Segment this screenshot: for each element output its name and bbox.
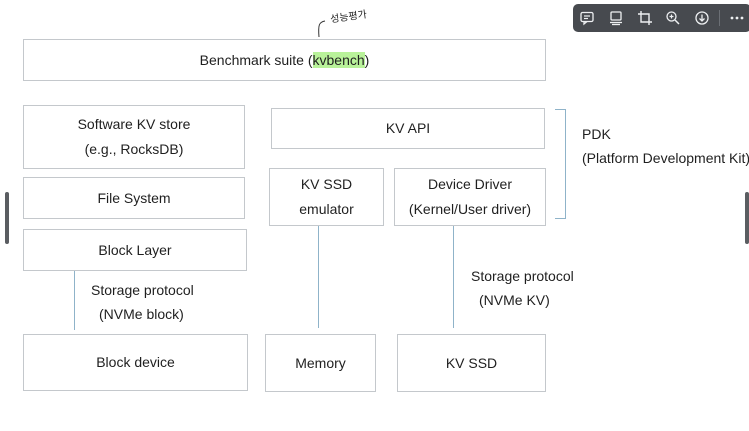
block-connector-line xyxy=(74,271,75,330)
storage-protocol-kv-line2: (NVMe KV) xyxy=(479,292,550,308)
handwritten-annotation: 성능평가 xyxy=(329,6,368,26)
memory-label: Memory xyxy=(295,354,346,371)
file-system-label: File System xyxy=(97,189,171,206)
benchmark-prefix: Benchmark suite ( xyxy=(199,51,313,68)
block-device-box: Block device xyxy=(23,334,248,391)
download-icon[interactable] xyxy=(690,7,714,29)
software-kv-store-line1: Software KV store xyxy=(77,116,191,132)
right-scroll-handle[interactable] xyxy=(745,192,749,244)
pdk-line1: PDK xyxy=(582,126,611,142)
benchmark-suite-label: Benchmark suite (kvbench) xyxy=(199,48,370,73)
memory-box: Memory xyxy=(265,334,376,392)
software-kv-store-line2: (e.g., RocksDB) xyxy=(84,141,184,157)
storage-protocol-kv-label: Storage protocol (NVMe KV) xyxy=(471,264,574,312)
block-layer-box: Block Layer xyxy=(23,229,247,271)
kv-ssd-emulator-line1: KV SSD xyxy=(300,176,353,192)
driver-connector-line xyxy=(453,226,454,328)
device-driver-box: Device Driver (Kernel/User driver) xyxy=(394,168,546,226)
annotation-bracket xyxy=(318,20,326,38)
device-driver-line2: (Kernel/User driver) xyxy=(408,201,532,217)
pdk-bracket xyxy=(555,109,566,219)
kv-ssd-emulator-line2: emulator xyxy=(299,201,354,217)
more-icon[interactable] xyxy=(725,7,749,29)
benchmark-suffix: ) xyxy=(364,51,370,68)
annotation-text: 성능평가 xyxy=(329,9,368,26)
kv-api-box: KV API xyxy=(271,108,545,149)
kv-ssd-box: KV SSD xyxy=(397,334,546,392)
kv-ssd-emulator-box: KV SSD emulator xyxy=(269,168,384,226)
image-toolbar xyxy=(573,4,749,32)
toolbar-divider xyxy=(718,10,720,26)
software-kv-store-box: Software KV store (e.g., RocksDB) xyxy=(23,105,245,169)
block-device-label: Block device xyxy=(96,354,175,370)
zoom-in-icon[interactable] xyxy=(661,7,685,29)
file-system-box: File System xyxy=(23,177,245,219)
kv-api-label: KV API xyxy=(385,120,431,136)
pdk-label: PDK (Platform Development Kit) xyxy=(582,122,749,170)
benchmark-suite-box: Benchmark suite (kvbench) xyxy=(23,39,546,81)
comment-icon[interactable] xyxy=(575,7,599,29)
kv-ssd-label: KV SSD xyxy=(445,354,498,371)
emulator-connector-line xyxy=(318,226,319,328)
storage-protocol-kv-line1: Storage protocol xyxy=(471,268,574,284)
left-scroll-handle[interactable] xyxy=(5,192,9,244)
crop-icon[interactable] xyxy=(633,7,657,29)
block-layer-label: Block Layer xyxy=(98,241,172,258)
text-recognition-icon[interactable] xyxy=(604,7,628,29)
pdk-line2: (Platform Development Kit) xyxy=(582,150,749,166)
storage-protocol-block-label: Storage protocol (NVMe block) xyxy=(91,278,194,326)
storage-protocol-block-line1: Storage protocol xyxy=(91,282,194,298)
storage-protocol-block-line2: (NVMe block) xyxy=(99,306,184,322)
device-driver-line1: Device Driver xyxy=(427,176,512,192)
kvbench-highlight: kvbench xyxy=(312,51,365,68)
